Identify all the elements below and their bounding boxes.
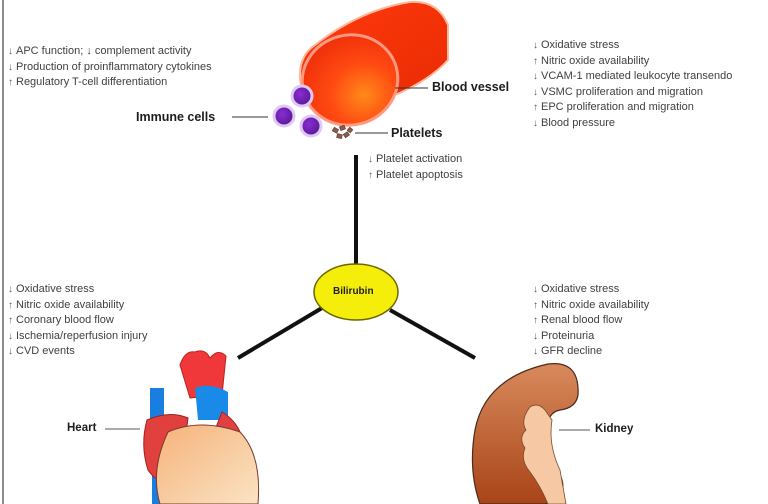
connector-bilirubin-kidney	[389, 308, 476, 360]
immune-cells-illustration	[272, 84, 323, 138]
direction-arrow-icon: ↓	[533, 117, 538, 129]
effect-item: ↑Nitric oxide availability	[533, 298, 649, 314]
direction-arrow-icon: ↓	[533, 330, 538, 342]
direction-arrow-icon: ↓	[533, 284, 538, 295]
kidney-illustration	[471, 363, 579, 504]
effect-item: ↓Production of proinflammatory cytokines	[8, 60, 212, 76]
blood-vessel-effects: ↓Oxidative stress ↑Nitric oxide availabi…	[533, 38, 732, 131]
direction-arrow-icon: ↑	[8, 77, 13, 88]
effect-item: ↓APC function; ↓ complement activity	[8, 44, 212, 60]
direction-arrow-icon: ↑	[8, 315, 13, 326]
kidney-label: Kidney	[595, 423, 634, 435]
direction-arrow-icon: ↓	[8, 346, 13, 357]
effect-item: ↑Platelet apoptosis	[368, 168, 463, 184]
effect-item: ↓Ischemia/reperfusion injury	[8, 329, 147, 345]
platelets-illustration	[331, 124, 354, 140]
direction-arrow-icon: ↓	[533, 40, 538, 51]
effect-item: ↓Oxidative stress	[533, 282, 649, 298]
direction-arrow-icon: ↓	[533, 346, 538, 357]
heart-illustration	[143, 350, 260, 504]
direction-arrow-icon: ↑	[533, 315, 538, 326]
connector-bilirubin-heart	[236, 306, 324, 360]
bilirubin-node	[313, 263, 399, 321]
effect-item: ↓Blood pressure	[533, 116, 732, 132]
effect-item: ↑EPC proliferation and migration	[533, 100, 732, 116]
effect-item: ↓Oxidative stress	[8, 282, 147, 298]
platelets-effects: ↓Platelet activation ↑Platelet apoptosis	[368, 152, 463, 183]
direction-arrow-icon: ↓	[533, 71, 538, 82]
effect-item: ↓VSMC proliferation and migration	[533, 85, 732, 101]
immune-cells-effects: ↓APC function; ↓ complement activity ↓Pr…	[8, 44, 212, 91]
bilirubin-label: Bilirubin	[333, 286, 374, 297]
direction-arrow-icon: ↑	[368, 169, 373, 181]
heart-label: Heart	[67, 422, 97, 434]
direction-arrow-icon: ↓	[533, 86, 538, 98]
effect-item: ↑Nitric oxide availability	[8, 298, 147, 314]
direction-arrow-icon: ↓	[8, 330, 13, 342]
direction-arrow-icon: ↑	[533, 55, 538, 67]
effect-item: ↓VCAM-1 mediated leukocyte transendo	[533, 69, 732, 85]
immune-cells-label: Immune cells	[136, 110, 216, 124]
direction-arrow-icon: ↓	[368, 154, 373, 165]
kidney-effects: ↓Oxidative stress ↑Nitric oxide availabi…	[533, 282, 649, 360]
blood-vessel-label: Blood vessel	[432, 80, 510, 94]
direction-arrow-icon: ↑	[8, 299, 13, 311]
blood-vessel-illustration	[298, 0, 449, 127]
effect-item: ↑Regulatory T-cell differentiation	[8, 75, 212, 91]
effect-item: ↑Coronary blood flow	[8, 313, 147, 329]
effect-item: ↓Oxidative stress	[533, 38, 732, 54]
direction-arrow-icon: ↓	[8, 46, 13, 57]
effect-item: ↓GFR decline	[533, 344, 649, 360]
effect-item: ↓CVD events	[8, 344, 147, 360]
direction-arrow-icon: ↓	[8, 284, 13, 295]
effect-item: ↓Proteinuria	[533, 329, 649, 345]
effect-item: ↓Platelet activation	[368, 152, 463, 168]
direction-arrow-icon: ↑	[533, 299, 538, 311]
image-frame-border	[2, 0, 4, 504]
direction-arrow-icon: ↓	[8, 61, 13, 73]
platelets-label: Platelets	[391, 126, 443, 140]
heart-effects: ↓Oxidative stress ↑Nitric oxide availabi…	[8, 282, 147, 360]
direction-arrow-icon: ↑	[533, 102, 538, 113]
effect-item: ↑Renal blood flow	[533, 313, 649, 329]
effect-item: ↑Nitric oxide availability	[533, 54, 732, 70]
